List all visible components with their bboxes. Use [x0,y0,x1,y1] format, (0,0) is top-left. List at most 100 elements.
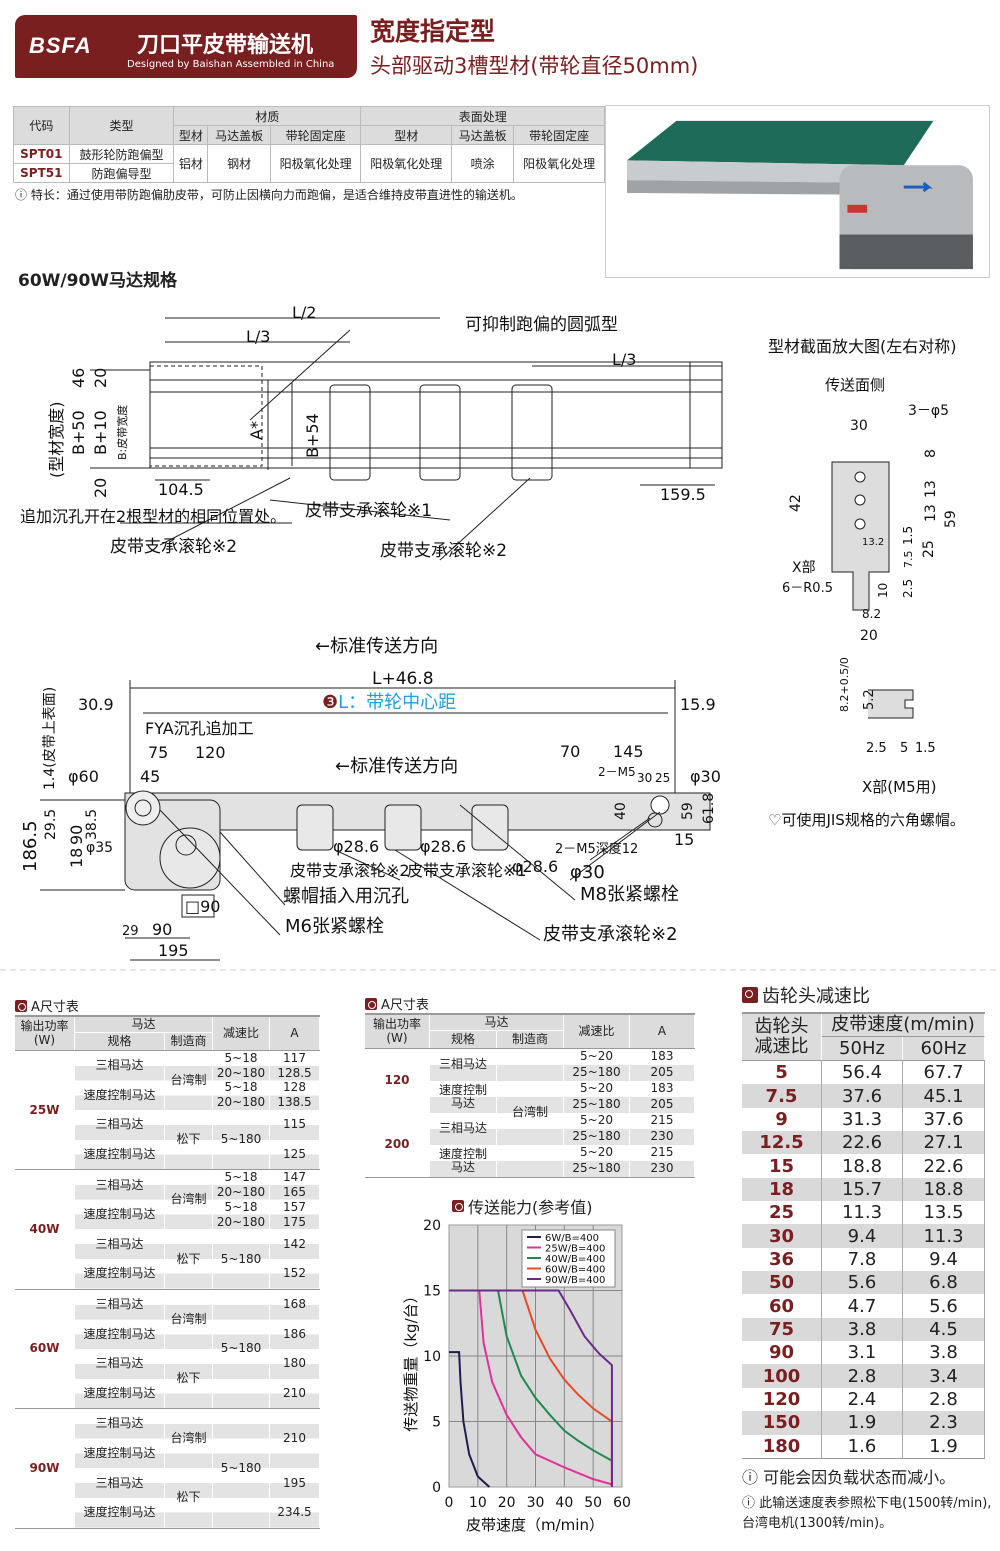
ratio-cell: 20~180 [213,1214,270,1230]
speed-note-2-text: 此输送速度表参照松下电(1500转/min), 台湾电机(1300转/min)。 [742,1496,992,1531]
dim-phi28-6: φ28.6 [420,837,466,856]
th-motor: 马达 [75,1017,213,1033]
spec-cell: 速度控制马达 [75,1378,165,1409]
dim-10: 10 [876,583,890,598]
type-cell: 鼓形轮防跑偏型 [68,144,175,164]
maker-cell: 松下 [165,1468,213,1528]
spec-cell: 三相马达 [75,1110,165,1140]
dim-30: 30 [850,418,868,434]
ratio-cell: 12.5 [742,1131,822,1155]
series-line-25W [449,1289,613,1486]
spec-cell: 三相马达 [75,1409,165,1439]
dim-25-small: 25 [655,771,670,785]
roller2-callout: 皮带支承滚轮※2 [110,537,237,557]
ratio-cell: 5~20 [564,1145,630,1161]
x-tick-label: 50 [584,1495,602,1511]
bullet-icon [15,999,27,1012]
ratio-cell: 36 [742,1247,822,1272]
speed-note-2: ⓘ 此输送速度表参照松下电(1500转/min), 台湾电机(1300转/min… [742,1494,991,1533]
power-cell: 200 [365,1113,430,1177]
ratio-cell: 5~180 [213,1110,270,1170]
dim-r05: 6－R0.5 [782,581,833,596]
power-cell: 90W [15,1409,75,1528]
table-heading: A尺寸表 [365,994,695,1013]
ratio-cell: 120 [742,1387,822,1412]
dim-90: 90 [152,920,172,939]
dim-l2: L/2 [292,303,316,322]
code-cell: SPT51 [13,163,70,183]
speed-50hz-cell: 1.6 [822,1434,903,1458]
roller2-callout: 皮带支承滚轮※2 [543,924,678,945]
ratio-cell: 5~20 [564,1049,630,1065]
speed-60hz-cell: 37.6 [903,1107,985,1132]
th-motor: 马达 [430,1015,564,1031]
brand-logo: BSFA [29,33,92,58]
dim-x-8-2: 8.2+0.5/0 [838,657,851,712]
maker-cell: 松下 [165,1110,213,1170]
dim-59: 59 [680,802,696,820]
a-value-cell: 210 [270,1378,320,1409]
roller2-callout: 皮带支承滚轮※2 [290,861,410,880]
page-title: 宽度指定型 [370,17,496,46]
maker-cell: 松下 [165,1348,213,1409]
dim-29: 29 [122,924,139,939]
a-value-cell: 147 [270,1170,320,1186]
code-cell: SPT01 [13,144,70,164]
dim-186-5: 186.5 [20,820,41,872]
dim-13-2: 13.2 [862,537,884,548]
profile-section: 型材截面放大图(左右对称) 传送面侧 3－φ5 30 8 42 13 13 59… [768,337,965,829]
dim-phi30: φ30 [690,767,721,786]
m5-depth-callout: 2－M5深度12 [555,841,638,857]
speed-60hz-cell: 9.4 [903,1247,985,1272]
x-tick-label: 30 [527,1495,545,1511]
ratio-cell: 9 [742,1107,822,1132]
roller-bracket [471,804,509,851]
dim-15-9: 15.9 [680,695,716,714]
x-detail-title: X部(M5用) [862,778,936,796]
a-value-cell: 210 [270,1409,320,1469]
dim-120: 120 [195,743,226,762]
motor-spec-heading: 60W/90W马达规格 [18,271,178,291]
series-line-6W [449,1351,491,1488]
th-50hz: 50Hz [822,1037,903,1060]
th-ratio: 减速比 [564,1015,630,1048]
material-cover: 钢材 [207,144,271,183]
dim-145: 145 [613,742,644,761]
roller1-callout: 皮带支承滚轮※1 [407,861,527,880]
power-cell: 40W [15,1170,75,1289]
y-tick-label: 20 [423,1218,441,1234]
th-maker: 制造商 [497,1031,564,1048]
speed-60hz-cell: 3.4 [903,1364,985,1388]
warning-icon: ⓘ [742,1468,764,1487]
dim-2-5: 2.5 [901,579,915,598]
speed-60hz-cell: 27.1 [903,1131,985,1155]
ratio-cell: 60 [742,1294,822,1318]
dim-square-90: □90 [185,897,220,916]
legend-label: 90W/B=400 [545,1275,605,1286]
a-value-cell: 183 [630,1081,695,1097]
th-belt-speed: 皮带速度(m/min) [822,1014,985,1037]
spec-cell: 三相马达 [430,1049,497,1081]
x-tick-label: 40 [555,1495,573,1511]
y-tick-label: 10 [423,1349,441,1365]
dim-20-top: 20 [91,368,110,388]
power-cell: 120 [365,1049,430,1113]
ratio-cell: 25~180 [564,1097,630,1113]
speed-50hz-cell: 2.4 [822,1387,903,1412]
side-view-labels: L+46.8 ❸L：带轮中心距 30.9 15.9 FYA沉孔追加工 75 12… [20,669,721,960]
ratio-cell: 25~180 [564,1161,630,1177]
feature-note-text: 特长：通过使用带防跑偏肋皮带，可防止因横向力而跑偏，是适合维持皮带直进性的输送机… [30,188,523,202]
spec-cell: 速度控制马达 [75,1497,165,1528]
a-value-cell: 230 [630,1161,695,1177]
a-value-cell: 230 [630,1129,695,1145]
speed-50hz-cell: 4.7 [822,1294,903,1318]
surface-seat: 阳极氧化处理 [513,144,605,183]
product-name: 刀口平皮带输送机 [137,33,314,58]
